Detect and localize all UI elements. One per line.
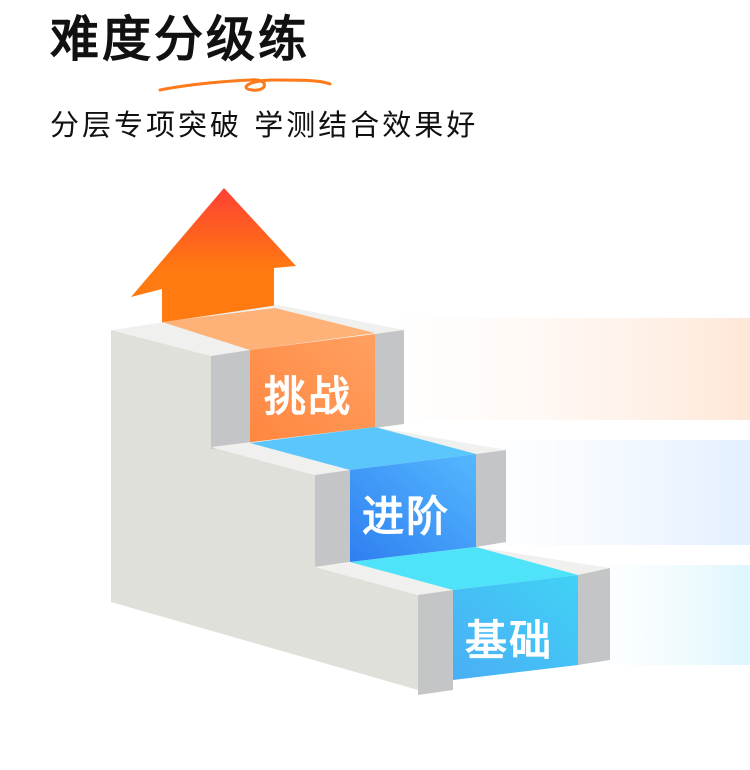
stair-side-wall	[111, 330, 418, 690]
step-challenge-face	[250, 334, 375, 443]
step-label-challenge: 挑战	[264, 372, 353, 421]
band-challenge	[380, 318, 750, 420]
step-advanced-face	[350, 454, 476, 562]
page-title: 难度分级练	[50, 11, 311, 68]
band-advanced	[480, 440, 750, 545]
subtitle: 分层专项突破 学测结合效果好	[50, 108, 479, 142]
step-label-advanced: 进阶	[362, 492, 451, 541]
step-label-basic: 基础	[465, 616, 554, 665]
arrow-up-icon	[131, 188, 296, 324]
title-underline-swoosh	[158, 78, 332, 92]
band-basic	[590, 565, 750, 665]
step-basic-face	[453, 575, 578, 680]
